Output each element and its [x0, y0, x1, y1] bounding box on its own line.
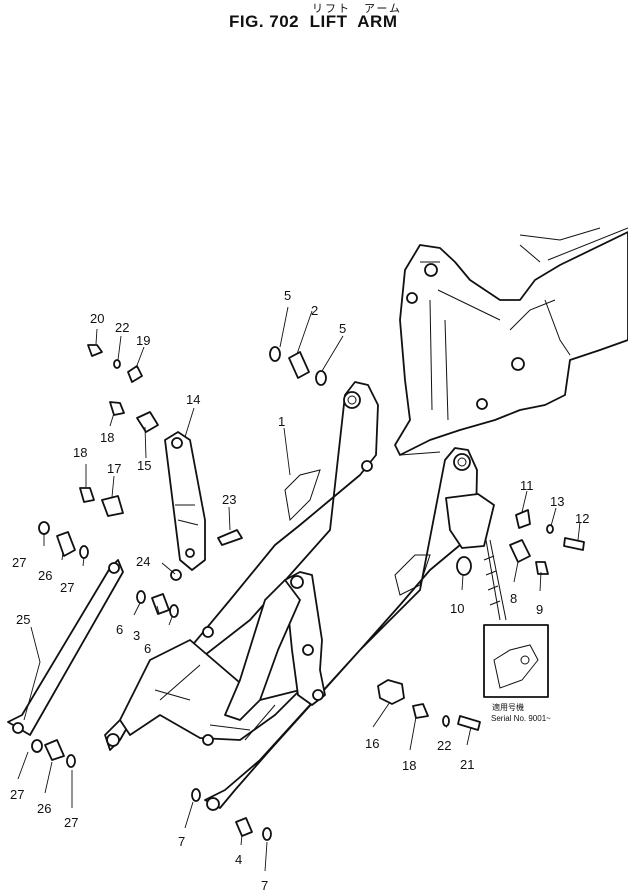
loader-frame	[394, 227, 628, 456]
callout-16: 16	[365, 736, 379, 751]
callout-20: 20	[90, 311, 104, 326]
callout-27: 27	[64, 815, 78, 830]
callout-1: 1	[278, 414, 285, 429]
callout-22: 22	[115, 320, 129, 335]
callout-27: 27	[10, 787, 24, 802]
title-kana-lift: リフト	[312, 2, 351, 15]
title-kana-arm: アーム	[364, 2, 403, 15]
callout-5: 5	[284, 288, 291, 303]
serial-inset: 適用号機 Serial No. 9001~	[483, 624, 551, 723]
callout-26: 26	[38, 568, 52, 583]
callout-24: 24	[136, 554, 150, 569]
bell-crank	[202, 571, 326, 746]
callout-26: 26	[37, 801, 51, 816]
callout-3: 3	[133, 628, 140, 643]
link-14	[164, 431, 206, 571]
callout-22: 22	[437, 738, 451, 753]
callout-18: 18	[100, 430, 114, 445]
small-parts	[31, 344, 585, 841]
callout-23: 23	[222, 492, 236, 507]
rod-25	[7, 559, 124, 736]
callout-5: 5	[339, 321, 346, 336]
callout-21: 21	[460, 757, 474, 772]
callout-27: 27	[12, 555, 26, 570]
callout-8: 8	[510, 591, 517, 606]
callout-15: 15	[137, 458, 151, 473]
callout-11: 11	[520, 478, 534, 493]
callout-7: 7	[261, 878, 268, 893]
callout-19: 19	[136, 333, 150, 348]
callout-10: 10	[450, 601, 464, 616]
callout-17: 17	[107, 461, 121, 476]
callout-13: 13	[550, 494, 564, 509]
callout-2: 2	[311, 303, 318, 318]
cross-tube	[119, 639, 301, 741]
callout-7: 7	[178, 834, 185, 849]
callout-25: 25	[16, 612, 30, 627]
callout-9: 9	[536, 602, 543, 617]
inset-japanese-label: 適用号機	[492, 702, 524, 712]
figure-title: FIG. 702 LIFT ARM	[229, 12, 398, 31]
callout-6: 6	[116, 622, 123, 637]
inset-serial-text: Serial No. 9001~	[491, 714, 551, 723]
callout-18: 18	[402, 758, 416, 773]
callout-14: 14	[186, 392, 200, 407]
right-lift-arm	[204, 447, 478, 811]
callout-27: 27	[60, 580, 74, 595]
leader-lines	[17, 306, 581, 872]
callout-6: 6	[144, 641, 151, 656]
callout-12: 12	[575, 511, 589, 526]
callout-numbers: 20 22 19 18 15 14 18 17 23 27 26 27 24 2…	[10, 288, 589, 893]
callout-18: 18	[73, 445, 87, 460]
callout-4: 4	[235, 852, 242, 867]
